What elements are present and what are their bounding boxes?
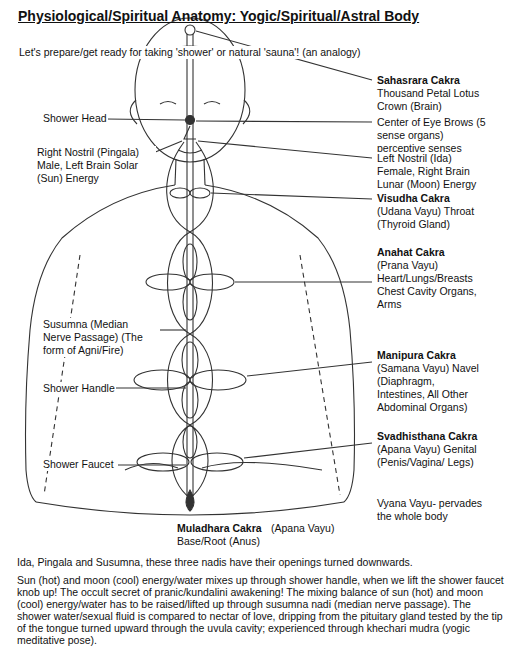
annotation-text: Let's prepare/get ready for taking 'show…	[18, 46, 362, 59]
ear	[243, 100, 250, 124]
chakra-heading: Sahasrara Cakra	[376, 74, 461, 87]
third-eye	[186, 116, 195, 125]
annotation-text: (Samana Vayu) Navel (Diaphragm, Intestin…	[376, 362, 480, 414]
eye	[160, 102, 176, 105]
anahat-petal	[183, 284, 197, 320]
vyana-dashed-line	[300, 255, 340, 495]
manipura-petal	[190, 370, 246, 390]
leader-line	[247, 362, 372, 376]
leg-line	[125, 463, 178, 470]
leader-line	[118, 464, 186, 465]
manipura-petal	[134, 370, 190, 390]
ida-nadi	[168, 142, 214, 498]
muladhara-drop	[186, 490, 194, 511]
leader-line	[196, 121, 372, 122]
annotation-text: Shower Handle	[42, 382, 116, 395]
annotation-text: Base/Root (Anus)	[176, 535, 261, 548]
leader-line	[244, 443, 372, 458]
chakra-heading: Anahat Cakra	[376, 246, 446, 259]
annotation-text: Left Nostril (Ida) Female, Right Brain L…	[376, 152, 490, 191]
annotation-text: (Udana Vayu) Throat (Thyroid Gland)	[376, 205, 490, 231]
svadhisthana-petal	[183, 426, 197, 458]
annotation-text: Sun (hot) and moon (cool) energy/water m…	[16, 574, 505, 646]
chakra-heading: Visudha Cakra	[376, 192, 451, 205]
body-outline	[205, 185, 355, 502]
anahat-petal	[146, 274, 190, 290]
manipura-petal	[182, 382, 198, 418]
annotation-text: (Apana Vayu)	[270, 522, 335, 535]
muladhara-petal	[137, 453, 189, 471]
title: Physiological/Spiritual Anatomy: Yogic/S…	[18, 8, 498, 24]
chakra-heading: Muladhara Cakra	[176, 522, 263, 535]
chakra-heading: Manipura Cakra	[376, 349, 457, 362]
annotation-text: Thousand Petal Lotus Crown (Brain)	[376, 87, 490, 113]
sahasrara-chakra	[185, 25, 195, 35]
neck	[204, 159, 205, 185]
leader-line	[235, 281, 372, 282]
annotation-text: (Apana Vayu) Genital (Penis/Vagina/ Legs…	[376, 443, 490, 469]
ear	[130, 100, 137, 124]
eye	[204, 102, 220, 105]
annotation-text: Vyana Vayu- pervades the whole body	[376, 497, 488, 523]
muladhara-petal	[191, 453, 243, 471]
neck	[175, 159, 176, 185]
manipura-petal	[182, 342, 198, 378]
anahat-petal	[190, 274, 234, 290]
chakra-heading: Svadhisthana Cakra	[376, 430, 478, 443]
annotation-text: Center of Eye Brows (5 sense organs) per…	[376, 116, 490, 155]
leader-line	[160, 329, 186, 330]
pingala-nadi	[167, 142, 213, 498]
mouth	[178, 150, 202, 153]
leg-line	[202, 462, 322, 470]
annotation-text: Susumna (Median Nerve Passage) (The form…	[42, 318, 156, 357]
visudha-petal	[170, 188, 190, 198]
annotation-text: Right Nostril (Pingala) Male, Left Brain…	[36, 146, 156, 185]
visudha-petal	[190, 188, 210, 198]
annotation-text: Shower Head	[42, 112, 108, 125]
leader-line	[198, 141, 372, 158]
anahat-petal	[183, 244, 197, 280]
leader-line	[116, 387, 186, 388]
leader-line	[211, 193, 372, 199]
annotation-text: Ida, Pingala and Susumna, these three na…	[16, 556, 414, 569]
annotation-text: Shower Faucet	[42, 458, 115, 471]
leader-line	[106, 119, 185, 120]
body-outline	[26, 185, 176, 502]
annotation-text: (Prana Vayu) Heart/Lungs/Breasts Chest C…	[376, 259, 488, 311]
nose	[184, 126, 196, 139]
